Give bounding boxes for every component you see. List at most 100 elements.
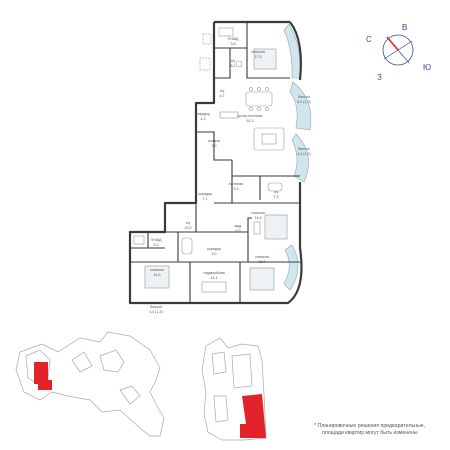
svg-text:14,1: 14,1 [211, 276, 218, 280]
svg-text:с/у: с/у [186, 221, 191, 225]
room-area: 10,0 [185, 226, 192, 230]
svg-text:7,1: 7,1 [203, 197, 208, 201]
room-area: 6,6 [236, 229, 241, 233]
svg-text:гостиная: гостиная [229, 182, 244, 186]
svg-text:10,0: 10,0 [185, 226, 192, 230]
room-area: 7,1 [203, 197, 208, 201]
room-name: коридор [207, 247, 221, 251]
svg-text:4,7: 4,7 [220, 94, 225, 98]
svg-text:ПНШД: ПНШД [228, 37, 239, 41]
svg-text:6,0 (1,2): 6,0 (1,2) [297, 100, 310, 104]
room-area: 3,3 [154, 243, 159, 247]
room-name: с/у [220, 89, 225, 93]
room-area: 3,6 [231, 42, 236, 46]
svg-text:гардеробная: гардеробная [203, 271, 224, 275]
room-area: 7,3 [274, 195, 279, 199]
room-name: с/у [274, 190, 279, 194]
furniture [133, 27, 288, 293]
room-area: 4,7 [220, 94, 225, 98]
room-name: кладов [208, 139, 220, 143]
room-area: 9,0 [212, 252, 217, 256]
svg-text:4,3: 4,3 [201, 117, 206, 121]
room-name: ПНШД [151, 238, 162, 242]
compass-south: Ю [423, 63, 431, 72]
svg-text:9,0: 9,0 [212, 252, 217, 256]
room-area: 3,0 [212, 144, 217, 148]
svg-text:7,3: 7,3 [274, 195, 279, 199]
building-highlight [34, 362, 48, 384]
svg-text:коридор: коридор [207, 247, 221, 251]
room-area: 17,5 [255, 55, 262, 59]
svg-text:балкон: балкон [298, 95, 310, 99]
svg-text:спальня: спальня [255, 255, 269, 259]
svg-text:спальня: спальня [251, 211, 265, 215]
room-name: ПНШД [228, 37, 239, 41]
room-name: спальня [251, 50, 265, 54]
room-area: 4,3 [201, 117, 206, 121]
svg-text:3,0: 3,0 [212, 144, 217, 148]
svg-text:спальня: спальня [150, 268, 164, 272]
room-name: спальня [255, 255, 269, 259]
room-name: балкон [298, 95, 310, 99]
svg-text:16,3: 16,3 [259, 260, 266, 264]
svg-text:спальня: спальня [251, 50, 265, 54]
interior-walls [130, 22, 300, 303]
room-name: с/у [231, 59, 236, 63]
svg-text:14,3: 14,3 [154, 273, 161, 277]
room-area: 4,4 (1,3) [149, 310, 162, 314]
glazed-bays [283, 23, 312, 291]
room-name: балкон [150, 305, 162, 309]
room-area: 4,4 (1,3) [297, 152, 310, 156]
room-name: спальня [150, 268, 164, 272]
svg-text:4,4 (1,3): 4,4 (1,3) [149, 310, 162, 314]
svg-text:3,3: 3,3 [234, 187, 239, 191]
room-area: 51,3 [247, 119, 254, 123]
svg-text:с/у: с/у [231, 59, 236, 63]
room-area: 14,1 [211, 276, 218, 280]
svg-text:коридор: коридор [198, 192, 212, 196]
site-plan [15, 331, 165, 437]
room-area: 5,1 [231, 64, 236, 68]
planning-note-line-2: площади квартир могут быть изменены [322, 430, 418, 437]
compass-west: З [377, 73, 382, 82]
room-name: гостиная [229, 182, 244, 186]
svg-text:ПНШД: ПНШД [151, 238, 162, 242]
svg-text:4,4 (1,3): 4,4 (1,3) [297, 152, 310, 156]
svg-text:3,3: 3,3 [154, 243, 159, 247]
compass-east: В [402, 23, 407, 32]
svg-text:гард.: гард. [234, 224, 242, 228]
room-area: 3,3 [234, 187, 239, 191]
room-name: спальня [251, 211, 265, 215]
room-area: 16,3 [259, 260, 266, 264]
planning-note: * Планировочные решения предварительные,… [314, 423, 444, 437]
svg-text:5,1: 5,1 [231, 64, 236, 68]
svg-text:коридор: коридор [196, 112, 210, 116]
svg-text:кладов: кладов [208, 139, 220, 143]
svg-text:балкон: балкон [298, 147, 310, 151]
compass-north: С [366, 35, 372, 44]
plan-floor [130, 22, 305, 303]
svg-text:3,6: 3,6 [231, 42, 236, 46]
svg-text:с/у: с/у [274, 190, 279, 194]
svg-text:балкон: балкон [150, 305, 162, 309]
svg-text:кухня-гостиная: кухня-гостиная [238, 114, 263, 118]
svg-text:6,6: 6,6 [236, 229, 241, 233]
room-name: коридор [196, 112, 210, 116]
svg-text:17,5: 17,5 [255, 55, 262, 59]
room-name: балкон [298, 147, 310, 151]
room-name: гард. [234, 224, 242, 228]
apartment-highlight [240, 394, 266, 438]
room-name: гардеробная [203, 271, 224, 275]
room-labels: ПНШД 3,6 спальня 17,5 с/у 5,1 с/у 4,7 ко… [149, 37, 310, 314]
room-area: 14,3 [154, 273, 161, 277]
compass: С В Ю З [366, 23, 431, 82]
floor-section-plan [201, 337, 267, 441]
room-area: 6,0 (1,2) [297, 100, 310, 104]
room-name: с/у [186, 221, 191, 225]
svg-text:14,5: 14,5 [255, 216, 262, 220]
planning-note-line-1: * Планировочные решения предварительные, [314, 423, 426, 429]
room-area: 14,5 [255, 216, 262, 220]
svg-text:51,3: 51,3 [247, 119, 254, 123]
room-name: кухня-гостиная [238, 114, 263, 118]
